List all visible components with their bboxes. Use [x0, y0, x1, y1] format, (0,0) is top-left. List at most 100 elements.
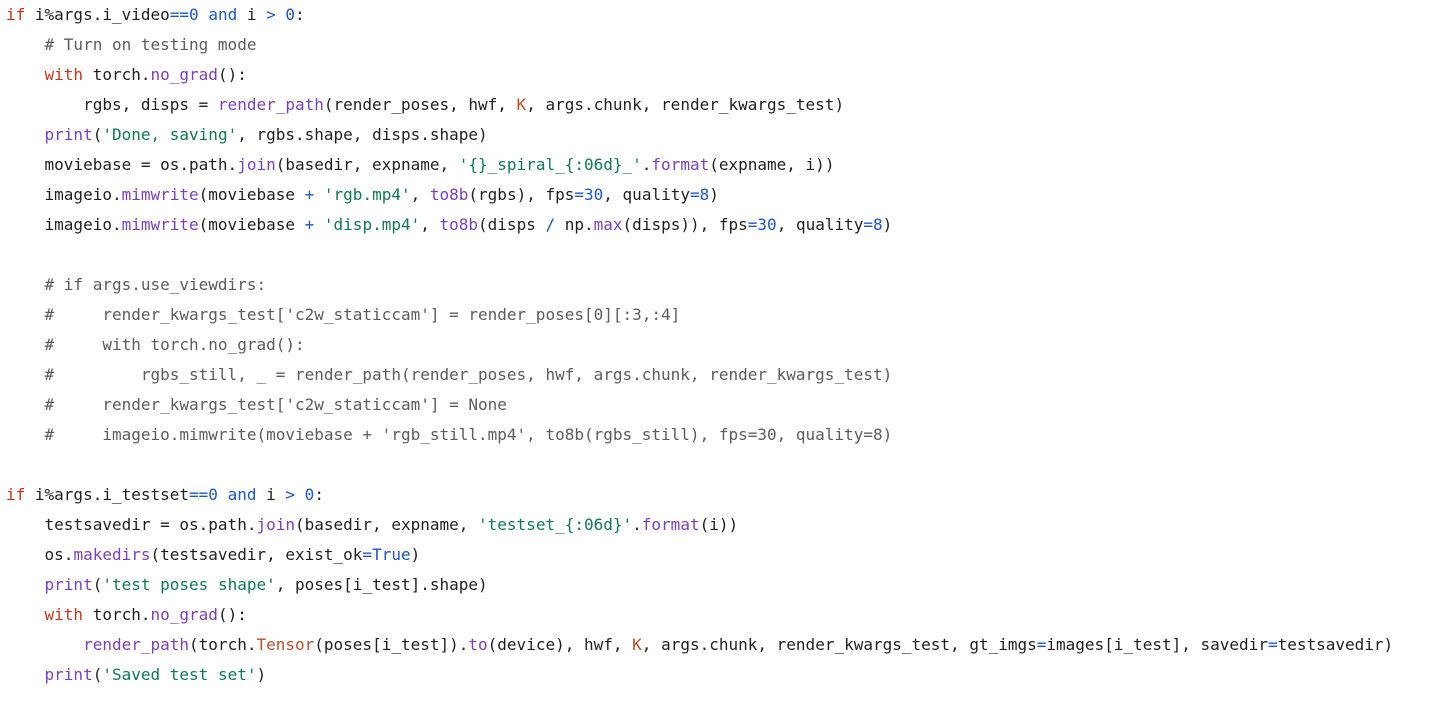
code-token: .: [641, 155, 652, 174]
code-token: ): [882, 215, 893, 234]
code-line: # render_kwargs_test['c2w_staticcam'] = …: [6, 300, 1393, 330]
code-token: >: [266, 5, 276, 24]
code-token: no_grad: [150, 605, 218, 624]
code-token: K: [516, 95, 527, 114]
code-token: moviebase = os.path.: [6, 155, 238, 174]
code-token: i: [237, 5, 267, 24]
code-token: =: [1267, 635, 1278, 654]
code-token: 'Done, saving': [102, 125, 238, 144]
code-token: (expname, i)): [709, 155, 835, 174]
code-line: imageio.mimwrite(moviebase + 'rgb.mp4', …: [6, 180, 1393, 210]
code-line: # imageio.mimwrite(moviebase + 'rgb_stil…: [6, 420, 1393, 450]
code-token: format: [641, 515, 700, 534]
code-token: :: [314, 485, 324, 504]
code-token: ): [410, 545, 421, 564]
code-token: , quality: [776, 215, 864, 234]
code-token: (rgbs), fps: [468, 185, 575, 204]
code-line: render_path(torch.Tensor(poses[i_test]).…: [6, 630, 1393, 660]
code-token: testsavedir): [1277, 635, 1394, 654]
code-line: rgbs, disps = render_path(render_poses, …: [6, 90, 1393, 120]
code-token: True: [372, 545, 411, 564]
code-token: ): [709, 185, 719, 204]
code-token: :: [295, 5, 305, 24]
code-token: (device), hwf,: [487, 635, 633, 654]
code-token: (: [92, 575, 103, 594]
code-token: [295, 485, 305, 504]
code-line: print('Done, saving', rgbs.shape, disps.…: [6, 120, 1393, 150]
code-token: K: [632, 635, 642, 654]
code-token: (torch.: [189, 635, 257, 654]
code-token: 8: [873, 215, 883, 234]
code-token: mimwrite: [121, 185, 199, 204]
code-line: if i%args.i_testset==0 and i > 0:: [6, 480, 1393, 510]
code-token: makedirs: [73, 545, 151, 564]
code-token: [6, 275, 45, 294]
code-token: and: [227, 485, 257, 504]
code-line: # Turn on testing mode: [6, 30, 1393, 60]
code-token: max: [593, 215, 623, 234]
code-token: images[i_test], savedir: [1046, 635, 1268, 654]
code-token: 30: [757, 215, 777, 234]
code-token: # Turn on testing mode: [44, 35, 257, 54]
code-token: [314, 215, 324, 234]
code-token: # rgbs_still, _ = render_path(render_pos…: [44, 365, 893, 384]
code-token: +: [304, 185, 315, 204]
code-token: , args.chunk, render_kwargs_test, gt_img…: [641, 635, 1037, 654]
code-token: if: [6, 485, 26, 504]
code-token: (: [92, 665, 103, 684]
code-token: ==: [169, 5, 190, 24]
code-token: [218, 485, 228, 504]
code-token: [6, 335, 45, 354]
code-token: with: [44, 605, 84, 624]
code-token: ,: [410, 185, 430, 204]
code-token: [6, 605, 45, 624]
code-token: [6, 665, 45, 684]
code-token: print: [44, 575, 93, 594]
code-line: if i%args.i_video==0 and i > 0:: [6, 0, 1393, 30]
code-token: i%args.i_testset: [25, 485, 190, 504]
code-line: print('test poses shape', poses[i_test].…: [6, 570, 1393, 600]
code-token: 8: [699, 185, 710, 204]
code-token: 0: [285, 5, 296, 24]
code-line: # rgbs_still, _ = render_path(render_pos…: [6, 360, 1393, 390]
code-token: join: [256, 515, 295, 534]
code-token: [199, 5, 209, 24]
code-token: 0: [304, 485, 315, 504]
code-token: , rgbs.shape, disps.shape): [237, 125, 488, 144]
code-line: [6, 240, 1393, 270]
code-token: ():: [217, 605, 247, 624]
code-block[interactable]: if i%args.i_video==0 and i > 0: # Turn o…: [6, 0, 1393, 690]
code-token: +: [304, 215, 315, 234]
code-token: no_grad: [150, 65, 218, 84]
code-token: [6, 125, 45, 144]
code-token: [6, 365, 45, 384]
code-token: imageio.: [6, 185, 122, 204]
code-token: >: [285, 485, 296, 504]
code-line: # if args.use_viewdirs:: [6, 270, 1393, 300]
code-token: 'disp.mp4': [323, 215, 421, 234]
code-token: ==: [189, 485, 209, 504]
code-token: # if args.use_viewdirs:: [44, 275, 267, 294]
code-token: /: [545, 215, 556, 234]
code-token: # render_kwargs_test['c2w_staticcam'] = …: [44, 305, 681, 324]
code-token: print: [44, 665, 93, 684]
code-token: with: [44, 65, 84, 84]
code-token: (poses[i_test]).: [314, 635, 469, 654]
code-token: 'test poses shape': [102, 575, 276, 594]
code-token: [314, 185, 324, 204]
code-token: os.: [6, 545, 74, 564]
code-token: torch.: [83, 605, 151, 624]
code-line: testsavedir = os.path.join(basedir, expn…: [6, 510, 1393, 540]
code-token: testsavedir = os.path.: [6, 515, 257, 534]
code-token: ():: [217, 65, 247, 84]
code-token: # imageio.mimwrite(moviebase + 'rgb_stil…: [44, 425, 893, 444]
code-token: Tensor: [256, 635, 315, 654]
code-token: , args.chunk, render_kwargs_test): [526, 95, 845, 114]
code-token: to8b: [429, 185, 469, 204]
code-line: with torch.no_grad():: [6, 600, 1393, 630]
code-line: moviebase = os.path.join(basedir, expnam…: [6, 150, 1393, 180]
code-token: render_path: [217, 95, 324, 114]
code-token: # with torch.no_grad():: [44, 335, 305, 354]
code-token: to8b: [439, 215, 479, 234]
code-token: [6, 35, 45, 54]
